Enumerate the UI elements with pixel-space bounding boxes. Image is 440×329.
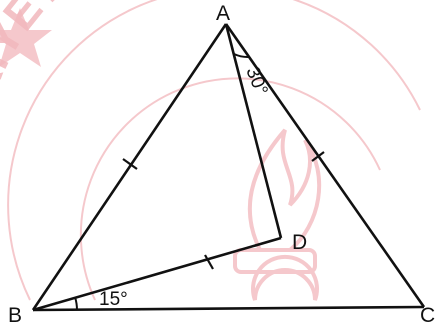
tick-mark-AB xyxy=(122,158,138,170)
watermark-outer-arc xyxy=(7,0,421,301)
side-BC xyxy=(32,305,425,312)
vertex-label-D: D xyxy=(292,231,307,254)
watermark-inner-arc xyxy=(79,77,381,301)
segment-AD xyxy=(224,23,283,239)
tick-mark-BD xyxy=(204,254,214,270)
angle-label-B: 15° xyxy=(99,289,128,310)
watermark-torch-icon xyxy=(247,128,322,252)
side-AB xyxy=(31,23,228,311)
angle-arc-B xyxy=(74,296,78,311)
vertex-label-A: A xyxy=(216,2,230,25)
side-AC xyxy=(224,23,426,308)
watermark xyxy=(0,0,421,301)
vertex-label-C: C xyxy=(420,304,435,327)
angle-label-A: 30° xyxy=(241,64,271,99)
vertex-label-B: B xyxy=(8,304,22,327)
watermark-star-icon xyxy=(0,8,52,67)
watermark-text: CUMHURİYETİ MİLLÎ xyxy=(0,0,200,285)
angle-arc-A xyxy=(233,53,250,59)
watermark-crescent-icon xyxy=(251,254,319,301)
tick-mark-AC xyxy=(311,151,325,162)
